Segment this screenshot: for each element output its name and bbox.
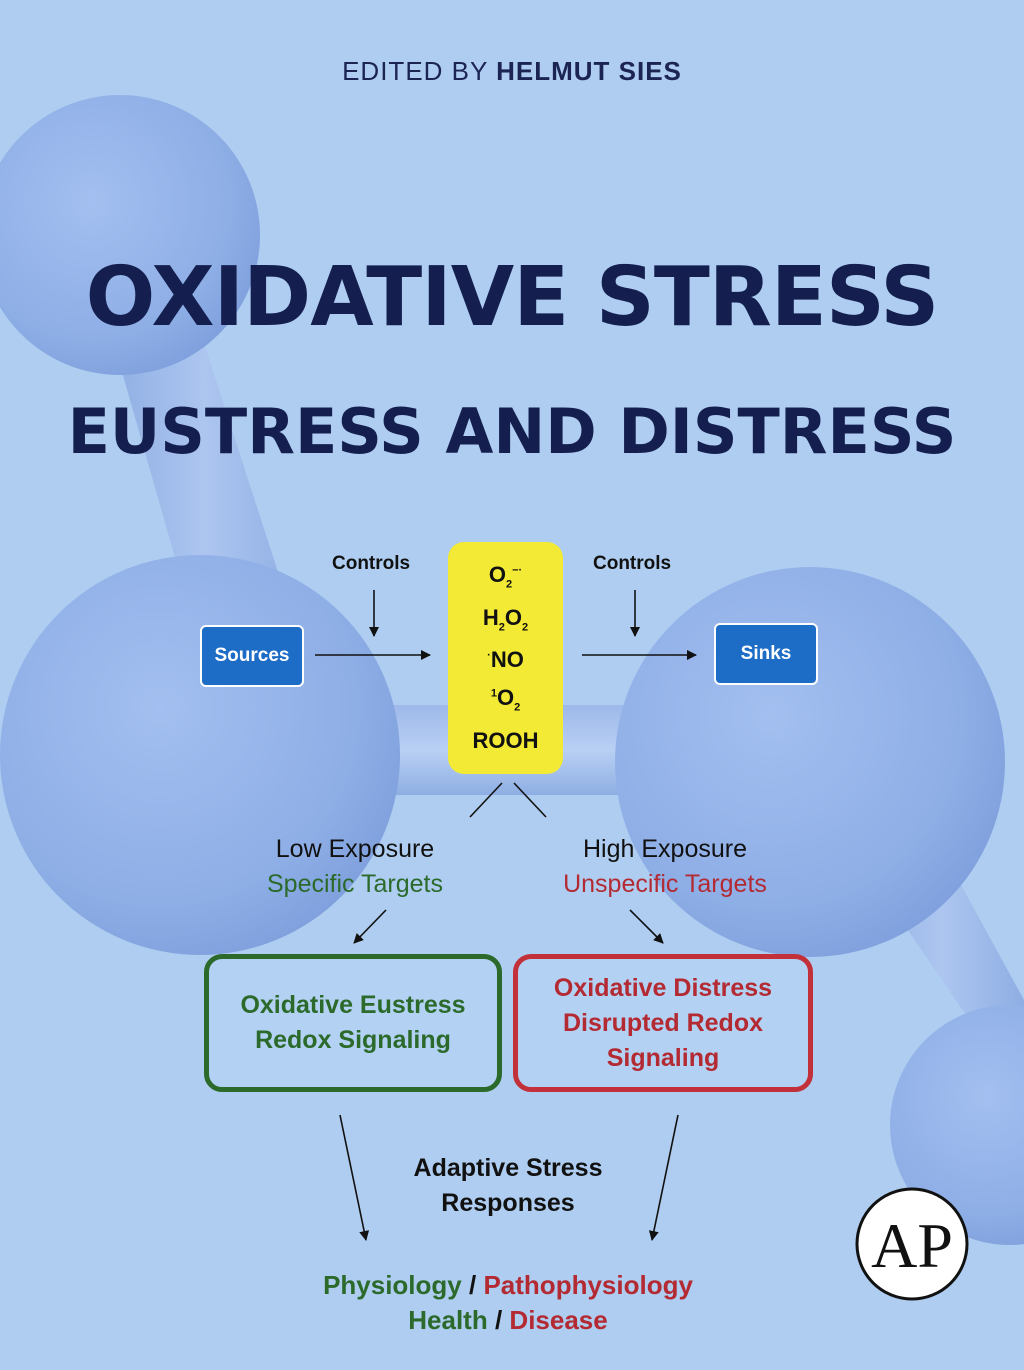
physiology-label: Physiology — [323, 1270, 462, 1300]
low-exposure-group: Low Exposure Specific Targets — [230, 832, 480, 902]
low-exposure-label: Low Exposure — [275, 835, 435, 863]
pathophysiology-label: Pathophysiology — [483, 1270, 693, 1300]
publisher-logo-text: AP — [871, 1210, 953, 1281]
disease-label: Disease — [509, 1305, 608, 1335]
eustress-box: Oxidative Eustress Redox Signaling — [204, 954, 502, 1092]
split-left-line — [469, 782, 503, 818]
adaptive-line1: Adaptive Stress — [413, 1154, 603, 1182]
distress-box: Oxidative Distress Disrupted Redox Signa… — [513, 954, 813, 1092]
editor-credit: EDITED BY HELMUT SIES — [0, 56, 1024, 87]
species-singlet-oxygen: 1O2 — [490, 685, 521, 714]
species-hydrogen-peroxide: H2O2 — [482, 604, 529, 634]
species-nitric-oxide: ·NO — [487, 647, 524, 673]
outcome-separator-2: / — [494, 1305, 503, 1335]
eustress-line1: Oxidative Eustress — [240, 991, 466, 1019]
reactive-species-box: O2−· H2O2 ·NO 1O2 ROOH — [448, 542, 563, 774]
high-exposure-label: High Exposure — [583, 835, 747, 863]
outcome-separator-1: / — [469, 1270, 477, 1300]
editor-prefix: EDITED BY — [342, 56, 488, 86]
unspecific-targets-label: Unspecific Targets — [563, 870, 767, 898]
editor-name: HELMUT SIES — [496, 56, 682, 86]
outcomes-line2: Health / Disease — [0, 1303, 1020, 1338]
adaptive-line2: Responses — [441, 1189, 575, 1217]
distress-line3: Signaling — [606, 1043, 720, 1072]
health-label: Health — [408, 1305, 488, 1335]
controls-left-label: Controls — [332, 553, 411, 574]
split-right-line — [513, 782, 547, 818]
high-exposure-group: High Exposure Unspecific Targets — [530, 832, 800, 902]
book-subtitle: EUSTRESS AND DISTRESS — [67, 395, 957, 468]
high-exposure-arrow — [629, 909, 664, 944]
species-rooh: ROOH — [472, 727, 539, 753]
species-superoxide: O2−· — [488, 562, 523, 591]
eustress-outcome-arrow — [339, 1114, 370, 1241]
distress-line1: Oxidative Distress — [553, 973, 773, 1002]
outcomes-line1: Physiology / Pathophysiology — [0, 1268, 1020, 1303]
sinks-box: Sinks — [714, 623, 818, 685]
controls-right-label: Controls — [593, 553, 672, 574]
low-exposure-arrow — [353, 909, 387, 944]
eustress-line2: Redox Signaling — [255, 1026, 451, 1054]
publisher-logo-icon: AP — [855, 1187, 969, 1301]
sources-box: Sources — [200, 625, 304, 687]
specific-targets-label: Specific Targets — [266, 870, 443, 898]
distress-outcome-arrow — [648, 1114, 679, 1241]
book-title: OXIDATIVE STRESS — [85, 250, 940, 345]
adaptive-responses: Adaptive Stress Responses — [358, 1151, 658, 1221]
distress-line2: Disrupted Redox — [562, 1008, 763, 1037]
